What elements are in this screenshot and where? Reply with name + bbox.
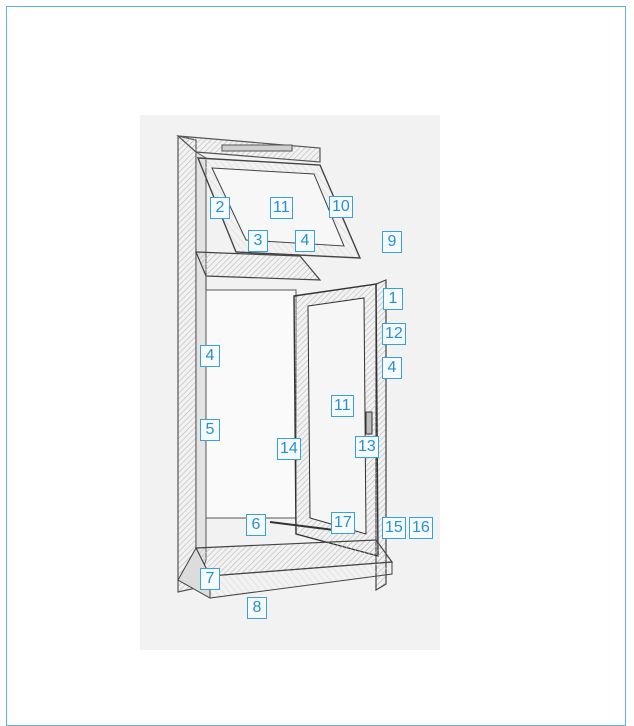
callout-17: 17 <box>331 512 355 534</box>
callout-11-middle: 11 <box>331 395 354 417</box>
callout-9: 9 <box>382 231 402 253</box>
callout-4-left: 4 <box>200 345 220 367</box>
callout-10: 10 <box>329 196 353 218</box>
callout-4-right: 4 <box>382 357 402 379</box>
transom <box>195 251 322 281</box>
callout-1: 1 <box>383 288 403 310</box>
friction-stay <box>269 521 335 531</box>
casement-handle <box>365 411 373 435</box>
callout-14: 14 <box>277 438 301 460</box>
callout-7: 7 <box>200 568 220 590</box>
sill-nose <box>209 561 393 599</box>
callout-13: 13 <box>355 436 379 458</box>
trickle-vent <box>221 144 293 152</box>
callout-12: 12 <box>382 323 406 345</box>
callout-3: 3 <box>248 230 268 252</box>
callout-2: 2 <box>210 197 230 219</box>
frame-left-jamb <box>177 135 197 593</box>
callout-15: 15 <box>382 517 406 539</box>
callout-4-top: 4 <box>295 230 315 252</box>
callout-6: 6 <box>246 514 266 536</box>
callout-11-top: 11 <box>270 197 293 219</box>
callout-16: 16 <box>409 517 433 539</box>
callout-8: 8 <box>247 597 267 619</box>
frame-inner-left-reveal <box>195 151 207 589</box>
callout-5: 5 <box>200 419 220 441</box>
main-opening-glass <box>205 289 297 519</box>
